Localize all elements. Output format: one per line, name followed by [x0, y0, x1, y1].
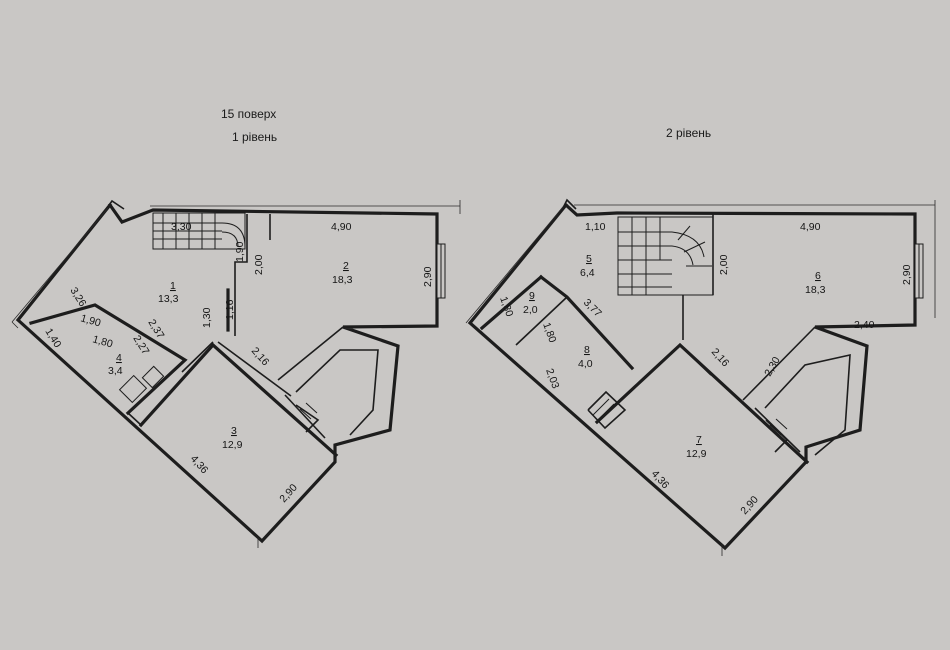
level1-room1-number: 1	[170, 280, 176, 292]
level1-staircase	[152, 212, 246, 250]
level1-dim-4-90: 4,90	[331, 221, 352, 233]
level2-room7-number: 7	[696, 434, 702, 446]
level1-dim-1-30: 1,30	[201, 307, 213, 328]
level1-plan: 1 13,3 2 18,3 3 12,9 4 3,4 3,30 4,90 3,2…	[11, 199, 461, 548]
level2-staircase	[617, 216, 714, 296]
level2-room8-area: 4,0	[578, 358, 593, 370]
level2-heading: 2 рівень	[666, 126, 712, 140]
level1-dim-2-16: 2,16	[249, 345, 272, 368]
level2-room5-number: 5	[586, 253, 592, 265]
floor-heading: 15 поверх	[221, 107, 277, 121]
level1-corner-tab	[106, 199, 125, 210]
level1-room4-number: 4	[116, 352, 122, 364]
level2-interior-walls	[479, 214, 851, 465]
level2-room9-number: 9	[529, 290, 535, 302]
level1-room1-area: 13,3	[158, 293, 179, 305]
level2-room5-area: 6,4	[580, 267, 595, 279]
level1-room3-number: 3	[231, 425, 237, 437]
level1-bath-fixture	[118, 374, 148, 404]
level2-plan: 5 6,4 6 18,3 7 12,9 8 4,0 9 2,0 1,10 4,9…	[465, 198, 936, 556]
level1-room2-number: 2	[343, 260, 349, 272]
level1-dim-1-80: 1,80	[91, 333, 114, 350]
level2-corner-tab	[562, 198, 577, 210]
level1-sink-fixture	[141, 365, 165, 389]
level1-room4-area: 3,4	[108, 365, 123, 377]
level2-dim-1-80b: 1,80	[540, 321, 558, 344]
level1-dim-2-00: 2,00	[253, 254, 265, 275]
level1-dimension-lines	[11, 200, 461, 548]
level2-dim-4-90: 4,90	[800, 221, 821, 233]
level2-room8-number: 8	[584, 344, 590, 356]
level1-dim-1-90b: 1,90	[79, 312, 102, 329]
level2-room9-area: 2,0	[523, 304, 538, 316]
level2-outer-wall	[467, 202, 917, 551]
level1-dim-4-36: 4,36	[188, 453, 211, 476]
level2-room6-number: 6	[815, 270, 821, 282]
level1-room2-area: 18,3	[332, 274, 353, 286]
level1-room3-area: 12,9	[222, 439, 243, 451]
level2-window-right	[914, 243, 924, 299]
level2-dim-2-90: 2,90	[901, 264, 913, 285]
level2-dim-2-40: 2,40	[854, 319, 875, 331]
level2-dim-2-16: 2,16	[709, 346, 732, 369]
level2-room6-area: 18,3	[805, 284, 826, 296]
level1-dim-3-26: 3,26	[67, 285, 88, 309]
level1-interior-walls	[29, 214, 379, 458]
level1-dim-3-30: 3,30	[171, 221, 192, 233]
level2-room7-area: 12,9	[686, 448, 707, 460]
level1-heading: 1 рівень	[232, 130, 278, 144]
level2-dim-2-30: 2,30	[762, 355, 783, 379]
level1-dim-1-90: 1,90	[234, 241, 246, 262]
level1-dim-1-16: 1,16	[224, 299, 236, 320]
level1-dim-2-90: 2,90	[422, 266, 434, 287]
level2-dimension-lines	[465, 200, 936, 556]
level1-window-right	[436, 243, 446, 299]
level2-dim-1-80: 1,80	[497, 295, 515, 318]
level2-dim-1-10: 1,10	[585, 221, 606, 233]
level2-dim-2-03: 2,03	[543, 367, 561, 390]
level2-dim-4-36: 4,36	[649, 468, 672, 491]
level2-dim-2-00: 2,00	[718, 254, 730, 275]
level1-outer-wall	[15, 202, 439, 544]
